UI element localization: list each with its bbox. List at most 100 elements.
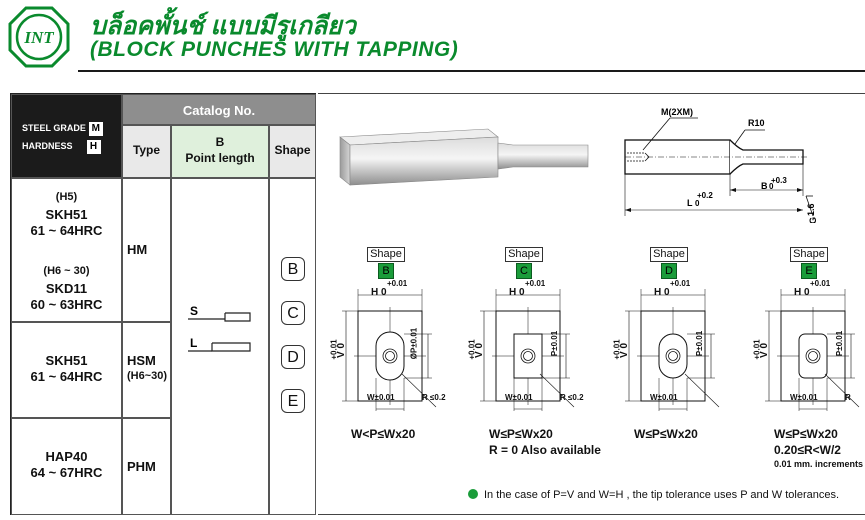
dimension-label: P±0.01 xyxy=(695,330,705,357)
dimension-label: W±0.01 xyxy=(505,393,533,402)
dimension-label: H 0 xyxy=(371,287,387,298)
green-bullet-icon xyxy=(468,489,478,499)
page-title-thai: บล็อคพั้นช์ แบบมีรูเกลียว xyxy=(90,12,356,40)
material-text: SKH51 xyxy=(45,207,88,222)
type-cell-hsm: HSM (H6~30) xyxy=(122,322,171,418)
point-length-label: Point length xyxy=(185,151,255,165)
shape-word: Shape xyxy=(650,247,688,262)
shape-letter-badge: E xyxy=(801,263,817,279)
dimension-label: V 0 xyxy=(336,342,348,359)
dimension-label: H 0 xyxy=(654,287,670,298)
int-logo: INT xyxy=(8,6,70,68)
shape-formula: W≤P≤Wx20 xyxy=(774,427,838,441)
dimension-label: W±0.01 xyxy=(650,393,678,402)
shape-word: Shape xyxy=(367,247,405,262)
dimension-label: H 0 xyxy=(794,287,810,298)
shape-word: Shape xyxy=(790,247,828,262)
shape-formula-extra: 0.20≤R<W/2 xyxy=(774,443,841,457)
material-row-hsm: SKH51 61 ~ 64HRC xyxy=(11,322,122,418)
l-dim-label: L xyxy=(687,198,693,208)
material-text: 64 ~ 67HRC xyxy=(30,465,103,480)
shape-word: Shape xyxy=(505,247,543,262)
steel-grade-code: M xyxy=(88,122,103,136)
diagram-area: M(2XM) R10 +0.3 B 0 +0.2 L 0 1.6 G Shape… xyxy=(318,93,865,515)
point-l-label: L xyxy=(190,336,197,350)
dimension-label: ØP±0.01 xyxy=(409,327,419,360)
dimension-label: P±0.01 xyxy=(550,330,560,357)
roughness-label: 1.6 xyxy=(806,203,816,216)
catalog-no-label: Catalog No. xyxy=(182,103,256,118)
dimension-label: R ≤0.2 xyxy=(422,393,446,402)
tap-size-label: M(2XM) xyxy=(661,107,693,117)
material-text: 61 ~ 64HRC xyxy=(30,223,103,238)
page-title-english: (BLOCK PUNCHES WITH TAPPING) xyxy=(90,38,459,61)
shape-formula: W≤P≤Wx20 xyxy=(634,427,698,441)
material-row-hm: (H5) SKH51 61 ~ 64HRC (H6 ~ 30) SKD11 60… xyxy=(11,178,122,322)
punch-photo xyxy=(339,128,589,186)
l-tolerance: +0.2 xyxy=(697,191,713,200)
panel-bottom-rule xyxy=(318,514,865,515)
material-text: 60 ~ 63HRC xyxy=(30,297,103,312)
shape-formula: W<P≤Wx20 xyxy=(351,427,416,441)
hardness-code: H xyxy=(86,140,101,154)
panel-top-rule xyxy=(318,93,865,94)
shape-letter-badge: B xyxy=(378,263,394,279)
material-text: (H5) xyxy=(55,191,78,203)
l-dim-sub: 0 xyxy=(695,199,700,208)
shape-dimension-drawing xyxy=(480,289,575,411)
shape-dimension-drawing xyxy=(342,289,437,411)
shape-letter-badge: C xyxy=(516,263,532,279)
material-text: HAP40 xyxy=(45,449,88,464)
material-text: 61 ~ 64HRC xyxy=(30,369,103,384)
shape-formula-extra: R = 0 Also available xyxy=(489,443,601,457)
point-length-header: B Point length xyxy=(171,125,269,178)
dimension-label: V 0 xyxy=(619,342,631,359)
dimension-label: R xyxy=(845,393,851,402)
material-text: (H6 ~ 30) xyxy=(43,265,90,277)
shape-cell: B C D E xyxy=(269,178,316,515)
steel-grade-label: STEEL GRADE xyxy=(22,123,86,133)
type-header-label: Type xyxy=(132,143,161,157)
b-dim-label: B xyxy=(761,181,768,191)
shape-formula: W≤P≤Wx20 xyxy=(489,427,553,441)
type-value: HSM xyxy=(127,353,156,368)
shape-dimension-drawing xyxy=(625,289,720,411)
hardness-label: HARDNESS xyxy=(22,141,73,151)
shape-header-label: Shape xyxy=(274,143,311,157)
dimension-label: H 0 xyxy=(509,287,525,298)
b-dim-sub: 0 xyxy=(769,182,774,191)
dimension-label: W±0.01 xyxy=(367,393,395,402)
title-divider xyxy=(78,70,865,72)
type-value: PHM xyxy=(127,459,156,474)
point-s-label: S xyxy=(190,304,198,318)
shape-b-icon: B xyxy=(281,257,305,281)
dimension-label: W±0.01 xyxy=(790,393,818,402)
tolerance-note: In the case of P=V and W=H , the tip tol… xyxy=(468,489,839,501)
tolerance-note-text: In the case of P=V and W=H , the tip tol… xyxy=(484,489,840,501)
shape-e-icon: E xyxy=(281,389,305,413)
dimension-label: R ≤0.2 xyxy=(560,393,584,402)
radius-label: R10 xyxy=(748,118,765,128)
dimension-label: +0.01 xyxy=(387,279,408,288)
shape-header: Shape xyxy=(269,125,316,178)
catalog-no-header: Catalog No. xyxy=(122,94,316,125)
b-header-label: B xyxy=(215,135,225,149)
dimension-label: +0.01 xyxy=(670,279,691,288)
type-cell-phm: PHM xyxy=(122,418,171,515)
type-header: Type xyxy=(122,125,171,178)
shape-dimension-drawing xyxy=(765,289,860,411)
shape-c-icon: C xyxy=(281,301,305,325)
type-value: HM xyxy=(127,242,148,257)
type-sub-value: (H6~30) xyxy=(127,370,168,382)
shape-formula-note: 0.01 mm. increments xyxy=(774,459,864,469)
dimension-label: +0.01 xyxy=(810,279,831,288)
shape-letter-badge: D xyxy=(661,263,677,279)
shape-d-icon: D xyxy=(281,345,305,369)
